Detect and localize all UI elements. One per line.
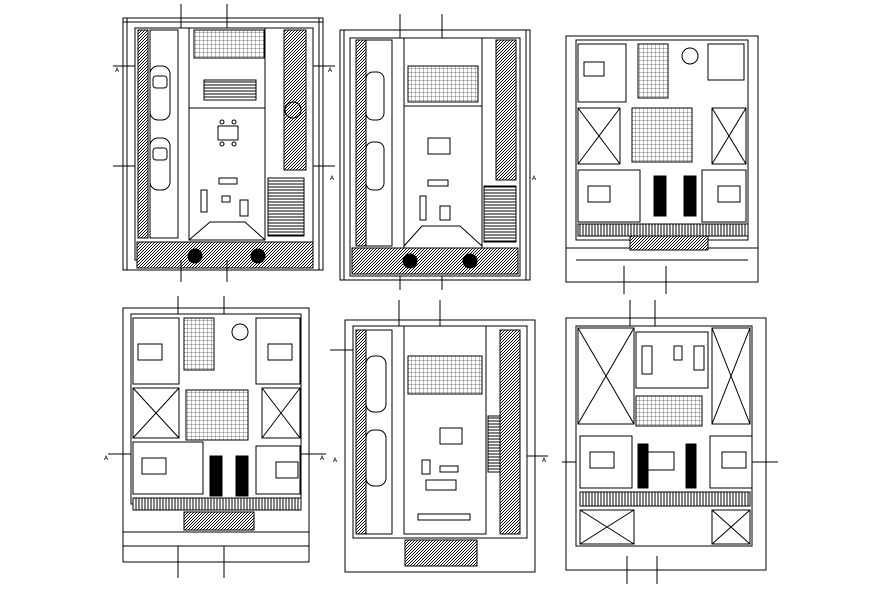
floor-plan-2	[339, 14, 531, 290]
section-marks: A A A A A A A A	[104, 67, 547, 464]
plan-2-section-mark-left: A	[330, 175, 335, 182]
floor-plan-4	[108, 296, 326, 578]
plan-5-section-mark-left: A	[333, 457, 338, 464]
floor-plan-5	[330, 300, 548, 573]
plan-4-section-mark-right: A	[320, 455, 325, 462]
plan-5-section-mark-right: A	[542, 457, 547, 464]
floor-plan-3	[565, 35, 759, 294]
plan-1-section-mark-left: A	[115, 67, 120, 74]
plan-4-section-mark-left: A	[104, 455, 109, 462]
plan-2-section-mark-right: A	[532, 175, 537, 182]
plan-1-section-mark-right: A	[328, 67, 333, 74]
floor-plan-6	[562, 300, 778, 584]
floor-plan-1	[113, 4, 335, 282]
